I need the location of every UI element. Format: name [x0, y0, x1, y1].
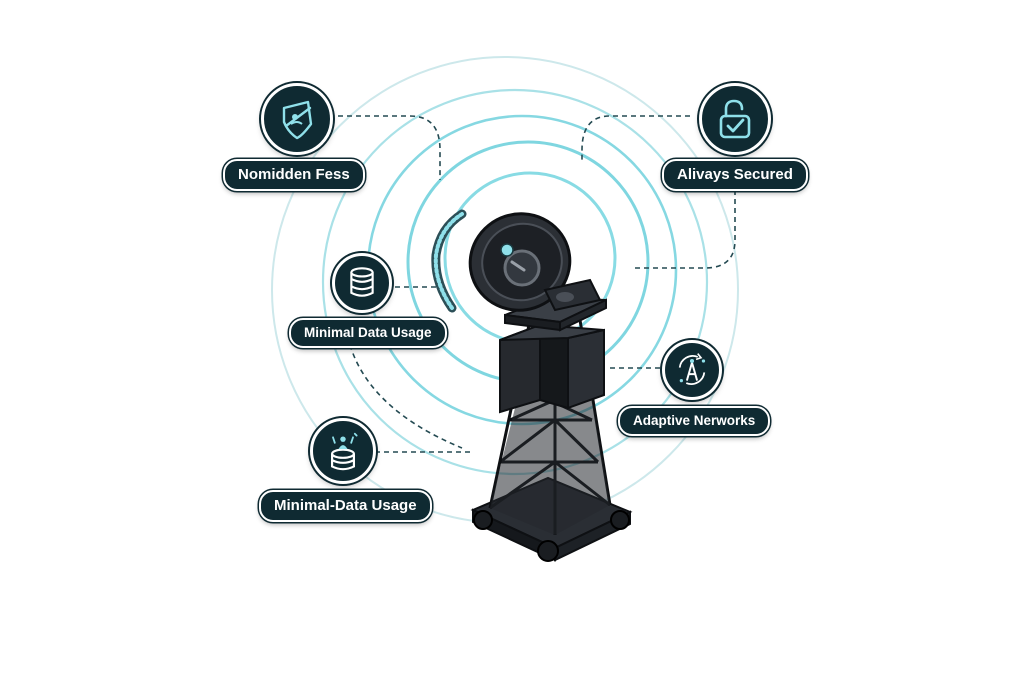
connector-lines: [338, 115, 736, 453]
connector-data-lower: [349, 344, 463, 449]
signal-wave-coil: [431, 209, 467, 313]
database-icon: [332, 253, 392, 313]
radio-tower: [468, 212, 633, 562]
padlock-check-icon: [699, 83, 771, 155]
connector-nomidden: [338, 115, 441, 180]
connector-secured-lower: [632, 190, 736, 269]
feature-label: Adaptive Nerworks: [618, 406, 771, 436]
feature-label: Minimal-Data Usage: [259, 490, 432, 522]
feature-label: Minimal Data Usage: [289, 318, 447, 348]
adaptive-signal-icon: [662, 340, 722, 400]
shield-eye-slash-icon: [261, 83, 333, 155]
database-person-icon: [310, 418, 376, 484]
connector-secured: [581, 115, 690, 160]
feature-label: Alivays Secured: [662, 159, 808, 191]
feature-label: Nomidden Fess: [223, 159, 365, 191]
